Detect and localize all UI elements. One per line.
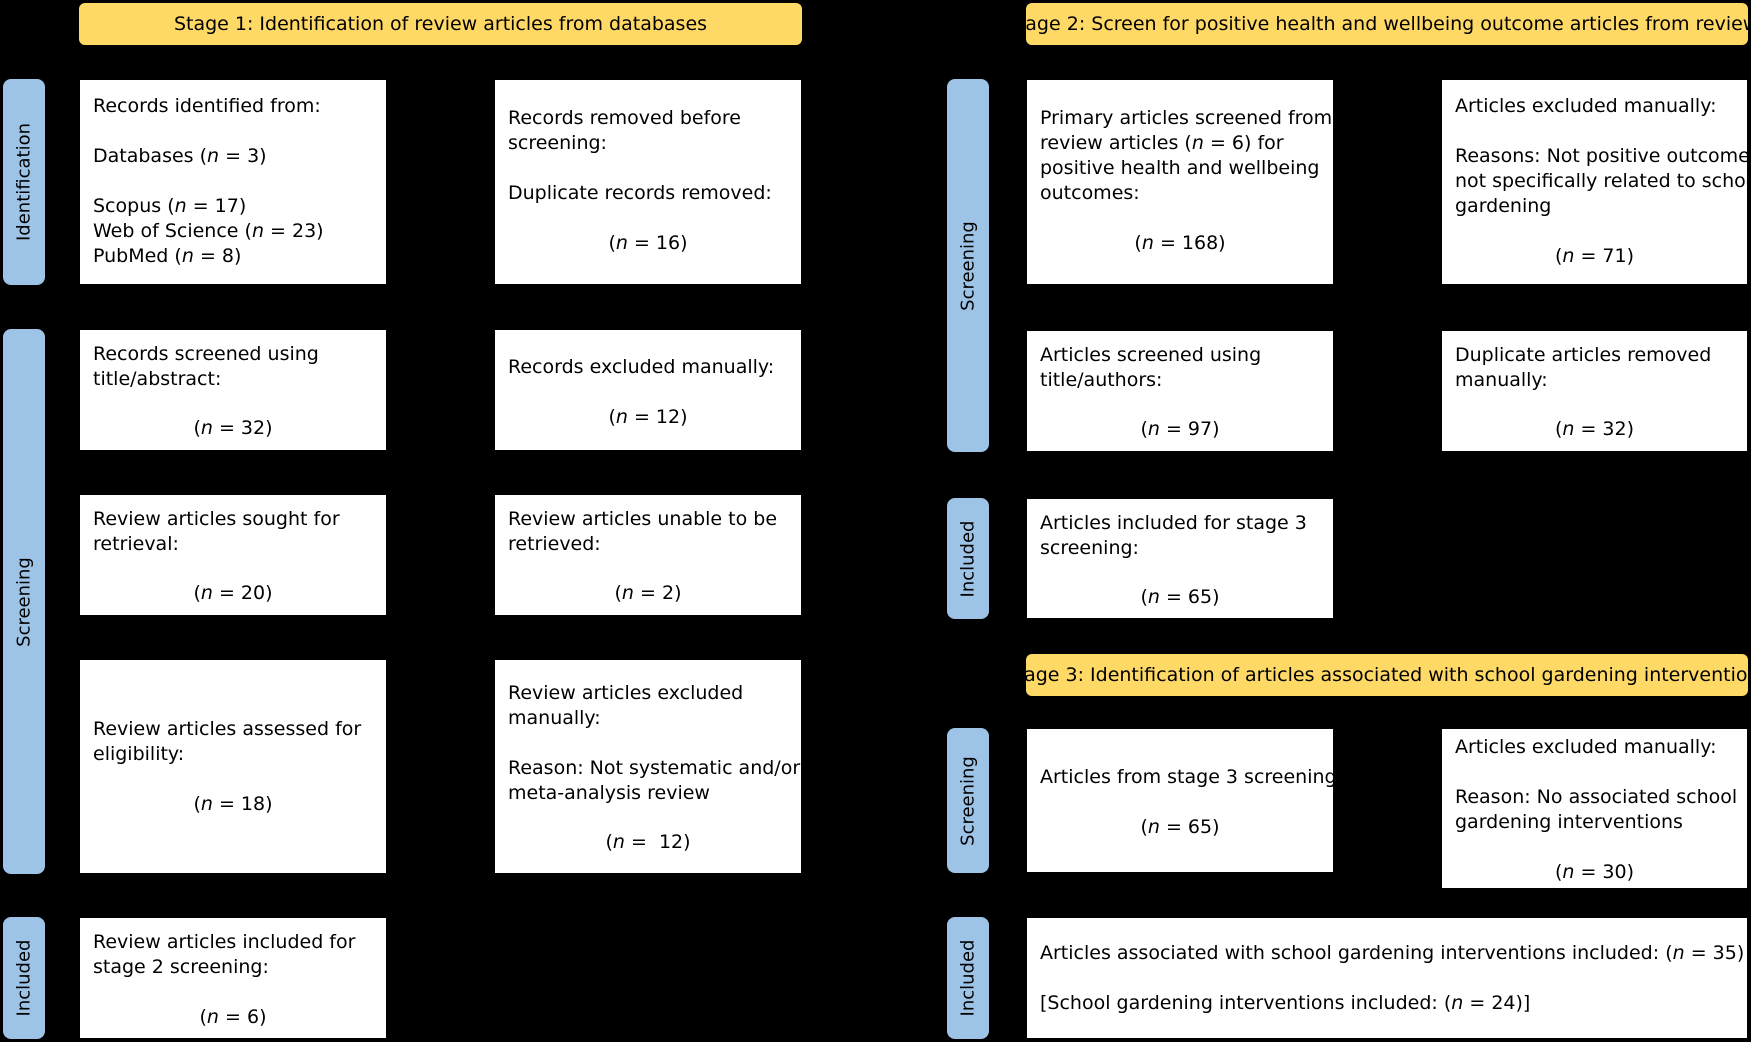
side-label-screening-left: Screening — [3, 329, 45, 874]
from-stage3-box: Articles from stage 3 screening: (n = 65… — [1026, 728, 1343, 873]
articles-assessed-box: Review articles assessed for eligibility… — [79, 659, 387, 874]
stage-1-header: Stage 1: Identification of review articl… — [79, 3, 802, 45]
stage-2-title: Stage 2: Screen for positive health and … — [1005, 13, 1751, 35]
side-label-included-stage2: Included — [947, 498, 989, 619]
included-stage3-box: Articles included for stage 3 screening:… — [1026, 498, 1334, 619]
duplicates-stage2-box: Duplicate articles removed manually: (n … — [1441, 330, 1748, 452]
stage-2-header: Stage 2: Screen for positive health and … — [1006, 3, 1751, 45]
records-identified-box: Records identified from: Databases (n = … — [79, 79, 387, 285]
articles-sought-box: Review articles sought for retrieval: (n… — [79, 494, 387, 616]
side-label-screening-stage2: Screening — [947, 79, 989, 452]
excluded-stage2-box: Articles excluded manually: Reasons: Not… — [1441, 79, 1751, 285]
primary-screened-box: Primary articles screened from review ar… — [1026, 79, 1334, 285]
stage-1-title: Stage 1: Identification of review articl… — [173, 13, 708, 35]
included-stage2-box: Review articles included for stage 2 scr… — [79, 917, 387, 1039]
articles-excluded-reason-box: Review articles excluded manually: Reaso… — [494, 659, 802, 874]
excluded-stage3-box: Articles excluded manually: Reason: No a… — [1441, 728, 1748, 889]
side-label-identification: Identification — [3, 79, 45, 285]
records-removed-box: Records removed before screening: Duplic… — [494, 79, 802, 285]
articles-unable-box: Review articles unable to be retrieved: … — [494, 494, 802, 616]
stage-3-title: Stage 3: Identification of articles asso… — [1004, 664, 1751, 686]
side-label-included-left: Included — [3, 917, 45, 1039]
title-authors-box: Articles screened using title/authors: (… — [1026, 330, 1334, 452]
stage-3-header: Stage 3: Identification of articles asso… — [1005, 654, 1751, 696]
final-included-box: Articles associated with school gardenin… — [1026, 917, 1748, 1039]
records-screened-box: Records screened using title/abstract: (… — [79, 329, 387, 451]
records-excluded-box: Records excluded manually: (n = 12) — [494, 329, 802, 451]
side-label-included-stage3: Included — [947, 917, 989, 1039]
side-label-screening-stage3: Screening — [947, 728, 989, 873]
